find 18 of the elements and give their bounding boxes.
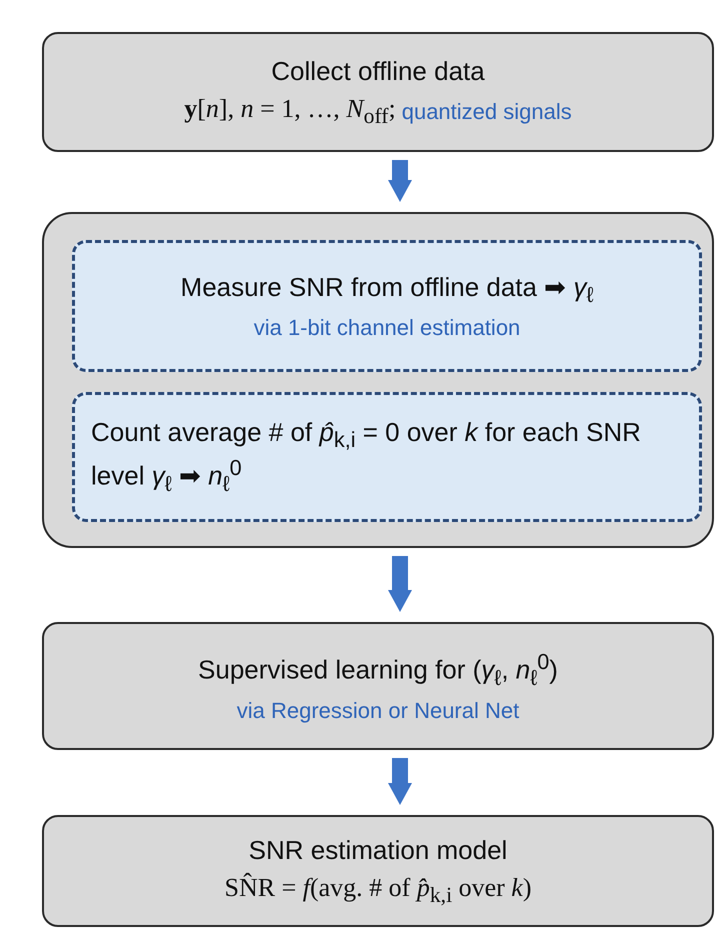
box-note: via 1-bit channel estimation xyxy=(254,315,520,342)
box-heading: SNR estimation model xyxy=(248,834,508,866)
process-box xyxy=(42,622,714,750)
formula: y[n], n = 1, …, N$_{off}$; xyxy=(184,94,396,130)
arrow xyxy=(388,556,412,612)
group-box xyxy=(42,212,714,548)
dashed-step-box xyxy=(72,392,702,522)
box-note: quantized signals xyxy=(402,98,572,125)
box-heading: Measure SNR from offline data ➡ γ$_{ℓ}$ xyxy=(180,270,594,309)
box-heading: Supervised learning for (γ$_{ℓ}$, n$_{ℓ}$$^{0}$) xyxy=(198,648,558,692)
arrow xyxy=(388,160,412,202)
formula: SN̂R = f(avg. # of p̂$_{k,i}$ over k) xyxy=(224,873,532,908)
process-box xyxy=(42,32,714,152)
box-note: via Regression or Neural Net xyxy=(236,698,520,724)
arrow xyxy=(388,758,412,805)
dashed-step-box xyxy=(72,240,702,372)
process-box xyxy=(42,815,714,927)
box-heading: Collect offline data xyxy=(271,54,485,88)
